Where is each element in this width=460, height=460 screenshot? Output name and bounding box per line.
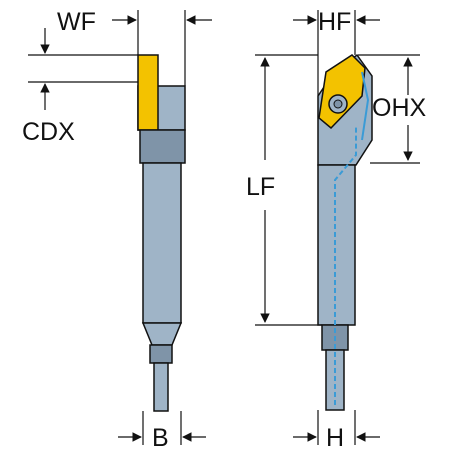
side-taper [141, 322, 183, 346]
side-collar [139, 129, 186, 164]
coolant-outlet [361, 71, 370, 141]
side-stem [153, 362, 169, 412]
front-shank [317, 164, 356, 326]
side-shank [142, 162, 182, 324]
side-dimensions [28, 10, 212, 445]
side-view [137, 54, 186, 412]
front-dimensions [255, 10, 420, 445]
label-hf: HF [318, 8, 351, 36]
label-wf: WF [57, 8, 96, 36]
label-ohx: OHX [372, 94, 427, 122]
front-view [317, 53, 373, 411]
label-b: B [152, 424, 169, 452]
side-neck [149, 344, 173, 364]
label-h: H [326, 424, 344, 452]
coolant-channel [334, 125, 357, 405]
label-cdx: CDX [22, 118, 75, 146]
side-insert [137, 54, 159, 131]
label-lf: LF [246, 173, 275, 201]
